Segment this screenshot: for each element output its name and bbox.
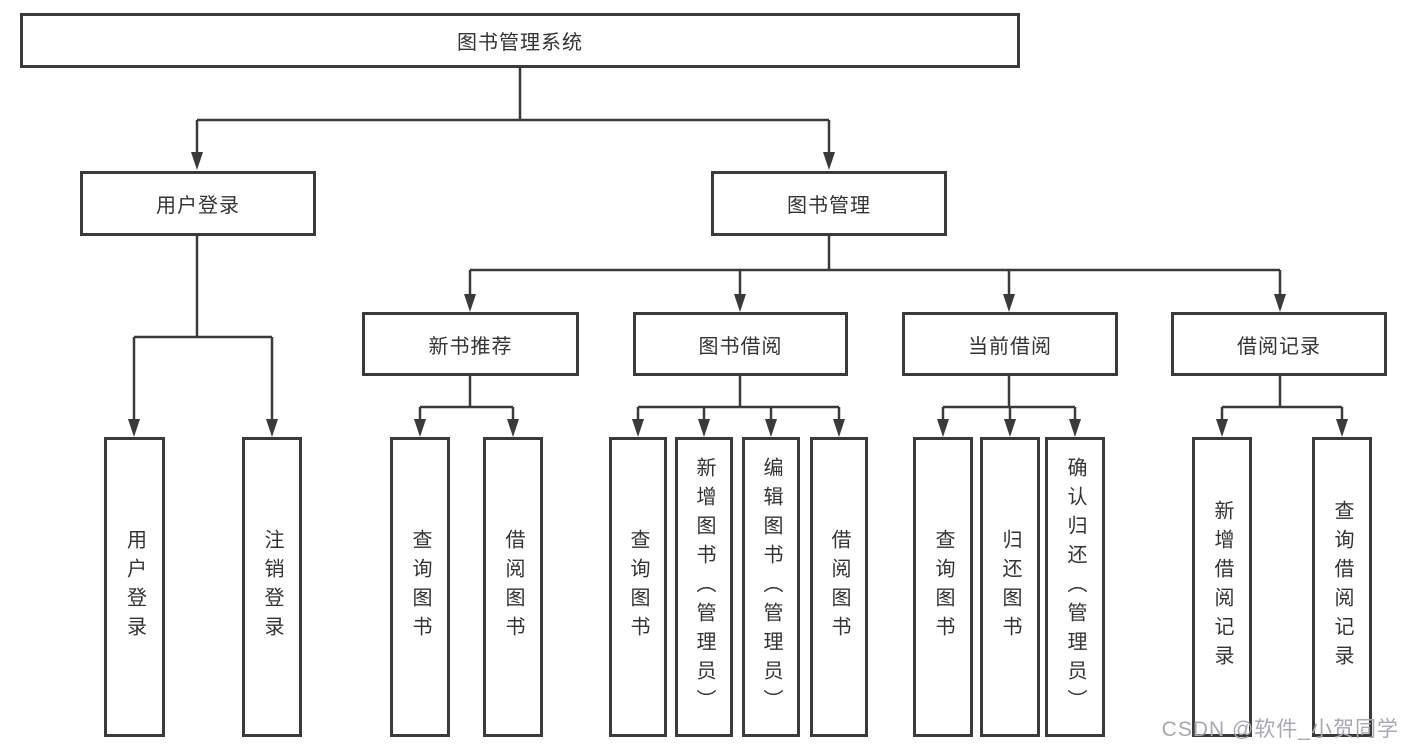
node-label: 图书管理系统	[457, 32, 583, 54]
node-label: 借阅记录	[1237, 335, 1321, 358]
node-label: 图书管理	[787, 195, 871, 217]
leaf-confirm-return-admin: 确认归还（管理员）	[1045, 437, 1105, 737]
node-current-borrow: 当前借阅	[902, 312, 1118, 376]
node-root-system: 图书管理系统	[20, 13, 1020, 68]
leaf-add-borrow-record: 新增借阅记录	[1192, 437, 1252, 737]
node-label: 查询图书	[409, 529, 431, 645]
leaf-borrow-book-2: 借阅图书	[810, 437, 868, 737]
wire-user-login-branch	[132, 236, 274, 420]
wire-book-mgmt-branch	[468, 236, 1282, 295]
leaf-logout: 注销登录	[242, 437, 302, 737]
leaf-query-book-2: 查询图书	[609, 437, 667, 737]
leaf-query-book-3: 查询图书	[913, 437, 973, 737]
wire-record-branch	[1220, 376, 1344, 420]
wire-root-to-level2	[195, 68, 831, 153]
node-label: 新增图书（管理员）	[693, 456, 715, 718]
csdn-watermark: CSDN @软件_小贺同学	[1161, 718, 1399, 741]
leaf-query-borrow-record: 查询借阅记录	[1312, 437, 1372, 737]
node-new-book-recommend: 新书推荐	[362, 312, 579, 376]
wire-new-book-branch	[418, 376, 515, 420]
leaf-borrow-book-1: 借阅图书	[483, 437, 543, 737]
node-label: 编辑图书（管理员）	[760, 456, 782, 718]
node-label: 借阅图书	[828, 529, 850, 645]
node-label: 新增借阅记录	[1211, 500, 1233, 674]
leaf-edit-book-admin: 编辑图书（管理员）	[742, 437, 800, 737]
node-label: 查询借阅记录	[1331, 500, 1353, 674]
leaf-return-book: 归还图书	[980, 437, 1040, 737]
wire-current-branch	[941, 376, 1077, 420]
leaf-user-login: 用户登录	[104, 437, 165, 737]
node-label: 用户登录	[156, 195, 240, 217]
node-label: 查询图书	[627, 529, 649, 645]
node-label: 注销登录	[261, 529, 283, 645]
node-label: 归还图书	[999, 529, 1021, 645]
leaf-query-book-1: 查询图书	[390, 437, 450, 737]
node-label: 确认归还（管理员）	[1064, 456, 1086, 718]
node-book-management-module: 图书管理	[711, 171, 947, 236]
node-label: 图书借阅	[698, 335, 783, 358]
node-label: 借阅图书	[502, 529, 524, 645]
node-label: 用户登录	[123, 529, 146, 645]
leaf-add-book-admin: 新增图书（管理员）	[675, 437, 733, 737]
node-borrow-record: 借阅记录	[1171, 312, 1387, 376]
node-label: 新书推荐	[428, 335, 513, 358]
node-user-login-module: 用户登录	[80, 171, 316, 236]
node-label: 查询图书	[932, 529, 954, 645]
wire-borrow-branch	[636, 376, 841, 420]
node-book-borrow: 图书借阅	[633, 312, 848, 376]
node-label: 当前借阅	[968, 335, 1052, 358]
